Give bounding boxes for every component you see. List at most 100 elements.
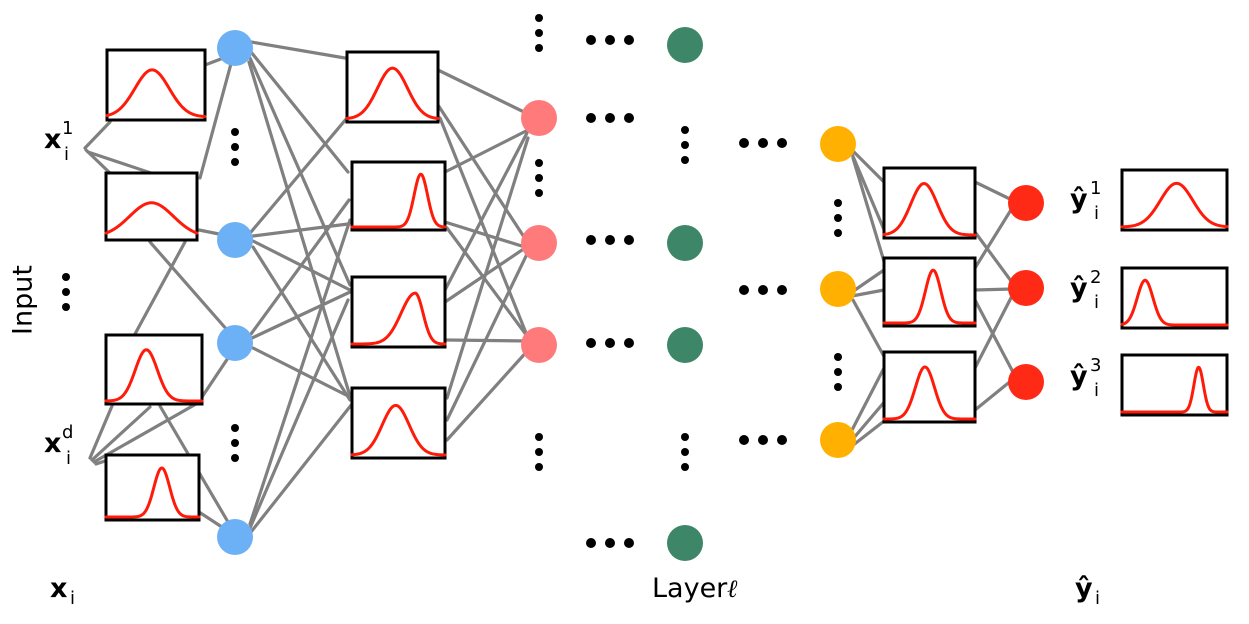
edge-line	[850, 398, 888, 442]
edge-line	[248, 298, 350, 530]
ellipsis-dot	[739, 285, 749, 295]
horizontal-ellipsis	[739, 138, 787, 148]
histogram-frame	[350, 386, 447, 460]
node-layer-green[interactable]	[667, 327, 703, 363]
ellipsis-dot	[605, 35, 615, 45]
x-last-superscript: d	[62, 422, 73, 443]
ellipsis-dot	[586, 235, 596, 245]
histogram-input-hist-3	[104, 333, 204, 406]
node-layer-hidden-salmon[interactable]	[521, 225, 557, 261]
node-layer-green[interactable]	[667, 225, 703, 261]
vertical-ellipsis	[231, 424, 239, 462]
ellipsis-dot	[535, 159, 543, 167]
vertical-ellipsis	[535, 14, 543, 52]
edge-line	[251, 245, 352, 402]
histogram-frame	[345, 50, 440, 124]
x-vector-label: x i	[50, 573, 75, 609]
layer-label: Layer ℓ	[652, 573, 738, 604]
ellipsis-dot	[834, 353, 842, 361]
histogram-curve	[350, 172, 447, 229]
ellipsis-dot	[586, 538, 596, 548]
ellipsis-dot	[834, 214, 842, 222]
node-layer-input-hidden[interactable]	[217, 519, 253, 555]
node-layer-input-hidden[interactable]	[217, 30, 253, 66]
histogram-frame	[105, 48, 207, 122]
ellipsis-dot	[681, 433, 689, 441]
layer-word: Layer	[652, 573, 728, 604]
y-output-superscript: 2	[1090, 267, 1101, 288]
edge-line	[438, 116, 530, 340]
node-layer-orange[interactable]	[820, 271, 856, 307]
vertical-ellipsis	[535, 159, 543, 197]
ellipsis-dot	[739, 138, 749, 148]
node-layer-green[interactable]	[667, 525, 703, 561]
edge-line	[849, 366, 886, 434]
histogram-frame	[104, 171, 199, 242]
histogram-curve	[350, 291, 447, 346]
vertical-ellipsis	[681, 126, 689, 164]
ellipsis-dot	[777, 285, 787, 295]
histogram-input-hist-4	[104, 453, 201, 522]
edge-line	[436, 103, 528, 242]
x-first-base: x	[44, 124, 61, 155]
ellipsis-dot	[681, 448, 689, 456]
node-layer-orange[interactable]	[820, 126, 856, 162]
ellipsis-dot	[758, 435, 768, 445]
ellipsis-dot	[834, 383, 842, 391]
histogram-pre-out-hist-3	[882, 350, 977, 424]
ellipsis-dot	[624, 538, 634, 548]
vertical-ellipsis	[834, 199, 842, 237]
histogram-input-hist-2	[104, 171, 199, 242]
ellipsis-dot	[834, 368, 842, 376]
ellipsis-dot	[535, 448, 543, 456]
histogram-hidden-hist-1	[345, 50, 440, 124]
edge-line	[249, 198, 351, 336]
ellipsis-dot	[586, 338, 596, 348]
ellipsis-dot	[624, 113, 634, 123]
ellipses-group	[62, 14, 842, 548]
edge-line	[850, 288, 886, 298]
node-layer-output-red[interactable]	[1008, 185, 1044, 221]
node-layer-hidden-salmon[interactable]	[521, 100, 557, 136]
node-layer-input-hidden[interactable]	[217, 325, 253, 361]
edge-line	[973, 230, 1016, 287]
histogram-curve	[350, 403, 447, 457]
y-output-base: ŷ	[1070, 184, 1088, 215]
ellipsis-dot	[231, 424, 239, 432]
node-layer-orange[interactable]	[820, 422, 856, 458]
edge-line	[443, 128, 530, 174]
edge-line	[249, 402, 354, 534]
layer-ell-symbol: ℓ	[727, 574, 738, 603]
edge-line	[973, 287, 1014, 292]
y-vector-base: ŷ	[1075, 573, 1093, 604]
ellipsis-dot	[62, 288, 70, 296]
y-output-superscript: 1	[1090, 178, 1101, 199]
edge-line	[251, 222, 350, 238]
edge-line	[445, 346, 532, 442]
node-layer-hidden-salmon[interactable]	[521, 327, 557, 363]
edge-line	[198, 350, 234, 402]
node-layer-green[interactable]	[667, 27, 703, 63]
edge-line	[973, 290, 1016, 370]
ellipsis-dot	[681, 156, 689, 164]
node-layer-input-hidden[interactable]	[217, 222, 253, 258]
x-vector-base: x	[50, 573, 67, 604]
edge-line	[249, 40, 347, 60]
ellipsis-dot	[739, 435, 749, 445]
edge-line	[973, 203, 1016, 270]
histogram-hidden-hist-3	[350, 275, 447, 349]
node-layer-output-red[interactable]	[1008, 270, 1044, 306]
edge-line	[198, 58, 234, 180]
horizontal-ellipsis	[739, 435, 787, 445]
histogram-pre-out-hist-2	[882, 256, 977, 328]
y-output-base: ŷ	[1070, 273, 1088, 304]
edge-line	[445, 226, 532, 342]
edge-line	[88, 404, 114, 460]
edge-line	[973, 298, 1016, 376]
node-layer-output-red[interactable]	[1008, 364, 1044, 400]
ellipsis-dot	[62, 273, 70, 281]
ellipsis-dot	[605, 113, 615, 123]
histogram-frame	[1120, 266, 1229, 330]
